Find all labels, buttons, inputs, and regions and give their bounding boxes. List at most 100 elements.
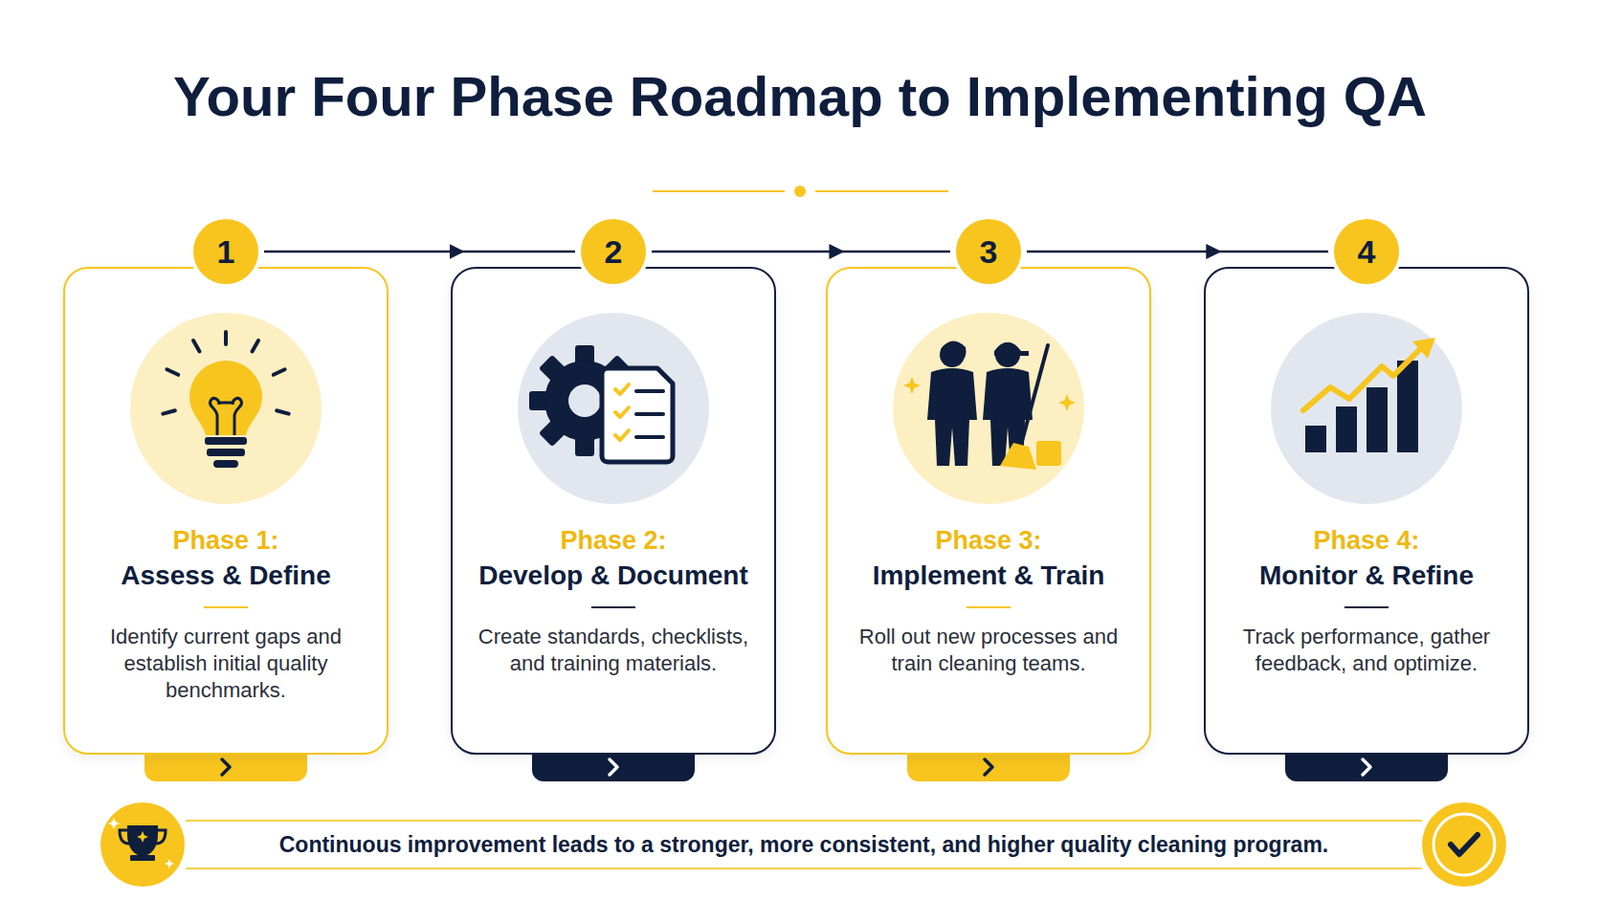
step-number: 1 <box>217 232 236 271</box>
gear-checklist-icon-part-part <box>615 407 629 418</box>
phase-heading: Implement & Train <box>848 559 1129 593</box>
lightbulb-icon <box>130 312 322 505</box>
cleaning-team-icon-part <box>1000 443 1037 470</box>
growth-chart-icon-part <box>1303 349 1421 411</box>
step-number: 2 <box>604 232 623 271</box>
flow-arrow <box>1026 250 1329 254</box>
growth-chart-icon-part <box>1412 337 1436 359</box>
growth-chart-icon-part-part <box>1305 425 1327 453</box>
phase-label: Phase 4: <box>1226 525 1507 556</box>
card-tab-part <box>984 759 993 776</box>
trophy-badge-part <box>100 802 185 888</box>
phase-label: Phase 3: <box>848 525 1129 556</box>
phase-card: Phase 3:Implement & TrainRoll out new pr… <box>825 266 1152 756</box>
gear-checklist-icon-part <box>601 368 673 463</box>
cleaning-team-icon-part <box>892 312 1085 505</box>
cleaning-team-icon-part-part <box>940 340 967 361</box>
trophy-badge-part <box>139 846 146 856</box>
gear-checklist-icon-part-part <box>636 412 664 417</box>
phase-label: Phase 2: <box>473 525 754 556</box>
trophy-badge-part <box>130 855 156 862</box>
lightbulb-icon-part-part <box>166 369 178 376</box>
growth-chart-icon-part-part <box>1366 387 1388 453</box>
card-tab-part <box>1285 753 1448 782</box>
phase-card: Phase 1:Assess & DefineIdentify current … <box>63 266 389 756</box>
gear-checklist-icon-part <box>615 384 629 441</box>
title-underline <box>652 185 949 198</box>
step-number-circle: 1 <box>193 219 259 285</box>
title-underline-part <box>815 190 949 193</box>
lightbulb-icon-part <box>206 448 245 457</box>
card-tab-part <box>144 753 308 782</box>
growth-chart-icon-part-part <box>1397 360 1419 453</box>
gear-checklist-icon-part-part <box>615 430 629 441</box>
gear-checklist-icon <box>517 312 710 505</box>
cleaning-team-icon-part-part <box>927 368 978 467</box>
phase-heading: Monitor & Refine <box>1226 559 1507 593</box>
lightbulb-icon-part-part <box>223 332 228 345</box>
trophy-badge-part <box>119 830 166 845</box>
growth-chart-icon-part <box>1270 312 1463 505</box>
growth-chart-icon <box>1270 312 1463 505</box>
growth-chart-icon-part <box>1305 360 1419 453</box>
phase-description: Roll out new processes and train cleanin… <box>848 623 1129 678</box>
flow-arrow <box>264 250 576 254</box>
lightbulb-icon-part <box>209 398 242 436</box>
lightbulb-icon-part <box>189 360 263 436</box>
title-underline-part <box>652 190 785 193</box>
step-number-circle: 3 <box>955 219 1022 285</box>
card-tab-part <box>1362 759 1371 776</box>
cleaning-team-icon-part <box>1021 345 1048 445</box>
lightbulb-icon-part <box>130 312 322 505</box>
gear-checklist-icon-part-part <box>568 384 601 418</box>
cleaning-team-icon <box>892 312 1085 505</box>
heading-divider <box>591 606 636 609</box>
card-tab-part <box>222 759 230 776</box>
cleaning-team-icon-part <box>1036 441 1062 467</box>
step-number-circle: 4 <box>1333 219 1400 285</box>
trophy-badge-part <box>136 831 149 844</box>
phase-label: Phase 1: <box>86 525 366 556</box>
trophy-badge <box>100 802 185 888</box>
summary-text: Continuous improvement leads to a strong… <box>279 831 1330 859</box>
heading-divider <box>203 606 248 609</box>
trophy-badge-part <box>127 825 158 857</box>
check-badge <box>1422 802 1507 888</box>
phase-card: Phase 4:Monitor & RefineTrack performanc… <box>1203 266 1530 756</box>
gear-checklist-icon-part-part <box>636 435 664 440</box>
gear-checklist-icon-part <box>517 312 710 505</box>
phase-heading: Assess & Define <box>86 559 366 593</box>
heading-divider <box>966 606 1011 609</box>
check-badge-part <box>1450 835 1478 855</box>
cleaning-team-icon-part-part <box>994 342 1029 356</box>
card-tab-part <box>907 753 1070 782</box>
diagram-title: Your Four Phase Roadmap to Implementing … <box>0 63 1600 131</box>
lightbulb-icon-part <box>213 460 239 468</box>
phase-card: Phase 2:Develop & DocumentCreate standar… <box>450 266 777 756</box>
check-badge-part <box>1433 814 1495 876</box>
phase-description: Track performance, gather feedback, and … <box>1226 623 1507 678</box>
gear-checklist-icon-part-part <box>636 389 664 394</box>
lightbulb-icon-part-part <box>273 369 286 376</box>
step-number: 4 <box>1357 232 1377 271</box>
cleaning-team-icon-part <box>903 377 921 395</box>
lightbulb-icon-part-part <box>193 340 200 352</box>
lightbulb-icon-part-part <box>276 410 289 414</box>
lightbulb-icon-part-part <box>252 340 260 352</box>
flow-arrow <box>651 250 951 254</box>
phase-description: Create standards, checklists, and traini… <box>473 623 754 678</box>
heading-divider <box>1344 606 1389 609</box>
phase-description: Identify current gaps and establish init… <box>86 623 366 705</box>
step-number: 3 <box>979 232 999 271</box>
lightbulb-icon-part-part <box>162 410 176 414</box>
cleaning-team-icon-part <box>1058 394 1076 412</box>
check-badge-part <box>1422 802 1507 888</box>
card-tab-part <box>532 753 695 782</box>
title-underline-part <box>794 185 806 198</box>
card-tab-part <box>609 759 618 776</box>
gear-checklist-icon-part-part <box>615 384 629 395</box>
